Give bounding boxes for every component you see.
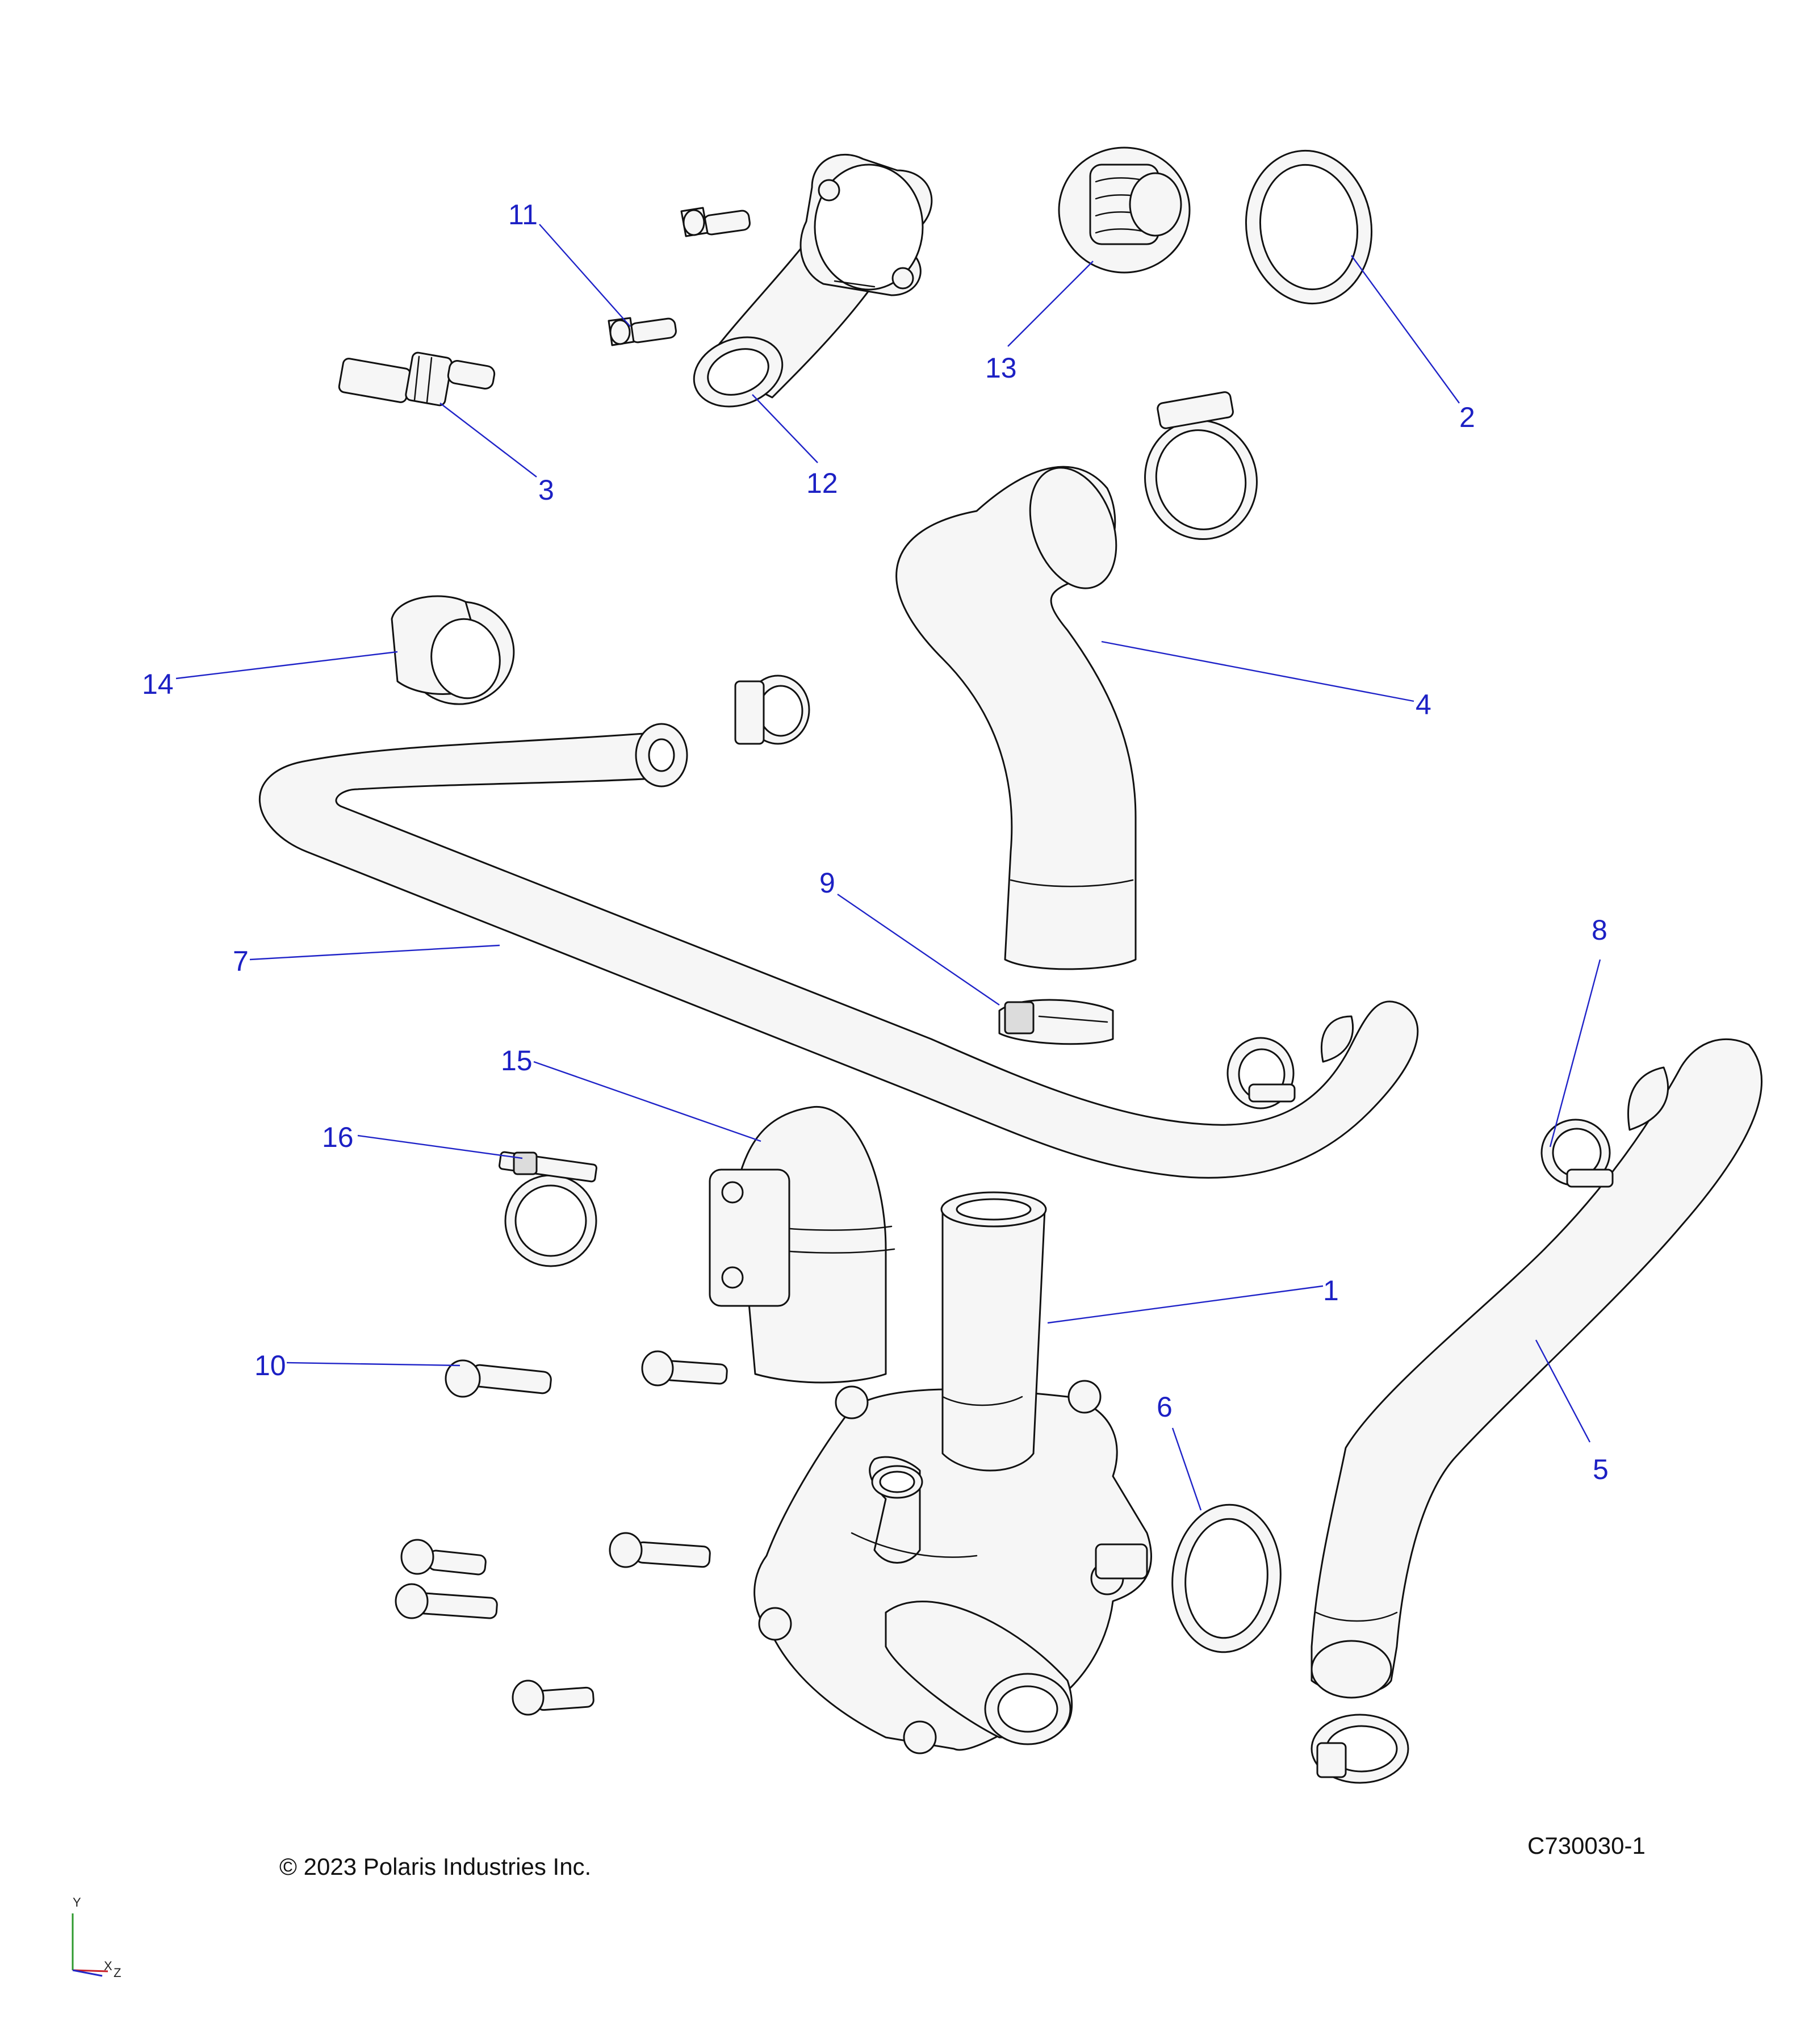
pump-bolts [395,1350,728,1716]
callout-3: 3 [538,474,554,506]
hose-clamp-left [391,595,515,705]
hose-clamp-right-small [1226,1037,1296,1109]
leader-3 [439,403,537,478]
callout-9: 9 [819,867,835,899]
leader-10 [286,1362,460,1367]
drawing-number: C730030-1 [1527,1832,1646,1859]
pump-bolt-3 [609,1532,711,1568]
leader-5 [1535,1339,1591,1443]
lower-hose-right [1311,1038,1763,1699]
callout-14: 14 [142,668,174,700]
thermostat-housing [693,153,933,408]
leader-lines [175,224,1601,1511]
housing-bolt-lower [608,317,677,346]
callout-7: 7 [233,945,249,977]
leader-2 [1351,255,1460,404]
y-axis-label: Y [73,1895,81,1909]
thermostat [1058,146,1191,274]
callout-11: 11 [508,199,538,231]
upper-hose [895,466,1137,970]
leader-8 [1549,959,1601,1147]
pump-bolt-2 [641,1350,728,1387]
long-coolant-hose [258,723,1419,1179]
leader-4 [1101,640,1414,702]
worm-gear-clamp [998,999,1114,1045]
hose-clamp-bottom [1311,1714,1409,1784]
thermostat-seal [1245,149,1373,305]
leader-13 [1007,261,1094,347]
z-axis-label: Z [114,1966,121,1980]
leader-16 [357,1134,523,1159]
callout-15: 15 [501,1045,533,1077]
leader-1 [1047,1285,1324,1324]
leader-15 [533,1061,761,1142]
cable-tie [499,1151,597,1267]
x-axis-line [72,1969,108,1972]
callout-8: 8 [1592,914,1607,946]
water-pump [753,1191,1152,1754]
hose-boot [709,1105,895,1384]
leader-9 [837,894,1000,1006]
callout-2: 2 [1459,401,1475,433]
z-axis-line [72,1969,103,1977]
pump-bolt-6 [512,1679,594,1716]
leader-6 [1171,1427,1202,1511]
callout-10: 10 [254,1350,286,1381]
callout-labels: 1 2 3 4 5 6 7 8 9 10 11 12 13 14 15 16 [142,199,1609,1485]
housing-bolt-upper [680,207,751,237]
pump-bolt-1 [445,1359,552,1398]
copyright-notice: © 2023 Polaris Industries Inc. [279,1853,591,1880]
callout-16: 16 [322,1121,354,1153]
callout-1: 1 [1323,1275,1339,1306]
leader-12 [752,394,818,463]
temperature-sensor [338,351,496,407]
leader-11 [539,224,631,327]
callout-4: 4 [1416,689,1431,721]
callout-13: 13 [985,352,1017,384]
leader-7 [249,944,500,961]
callout-6: 6 [1157,1391,1173,1423]
pump-bolt-5 [395,1583,498,1619]
callout-5: 5 [1593,1454,1609,1485]
callout-12: 12 [806,467,838,499]
hose-clamp-upper [1144,391,1258,541]
pump-bolt-4 [400,1539,487,1576]
hose-clamp-8 [1540,1119,1614,1188]
hose-clamp-mid [734,675,810,745]
axis-triad: Y X Z [72,1895,121,1980]
leader-14 [175,651,398,680]
pump-o-ring [1171,1503,1282,1653]
x-axis-label: X [104,1959,112,1973]
